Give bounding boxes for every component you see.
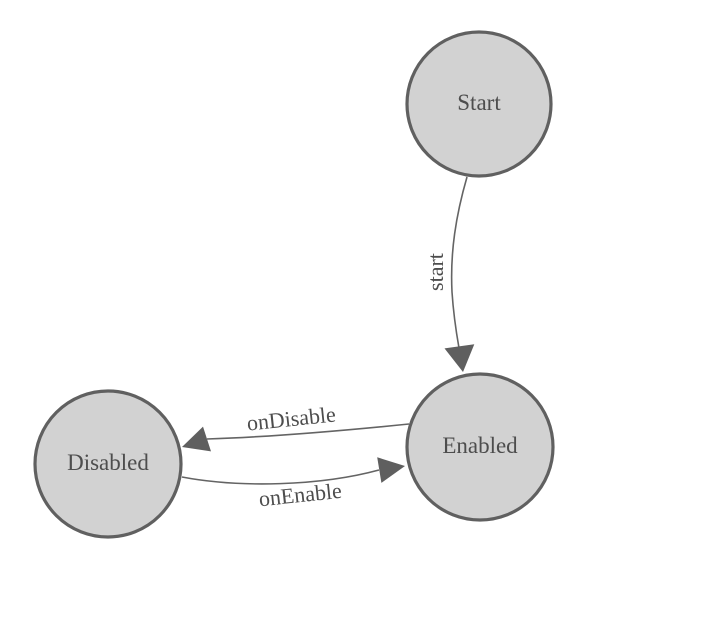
node-label-disabled: Disabled	[67, 450, 149, 475]
edge-enabled-to-disabled	[206, 423, 410, 440]
state-node-start	[405, 30, 553, 178]
arrowhead-enabled-to-disabled	[182, 426, 211, 452]
node-label-enabled: Enabled	[442, 433, 518, 458]
edge-disabled-to-enabled	[181, 469, 380, 485]
state-node-enabled	[405, 372, 555, 522]
state-node-disabled	[33, 389, 183, 539]
edge-label-onenable: onEnable	[258, 478, 343, 512]
edge-label-ondisable: onDisable	[246, 401, 337, 435]
arrowhead-disabled-to-enabled	[377, 457, 405, 483]
node-label-start: Start	[457, 90, 501, 115]
arrowhead-start-to-enabled	[444, 344, 475, 372]
edge-start-to-enabled	[450, 176, 468, 349]
edge-label-start: start	[423, 253, 448, 291]
